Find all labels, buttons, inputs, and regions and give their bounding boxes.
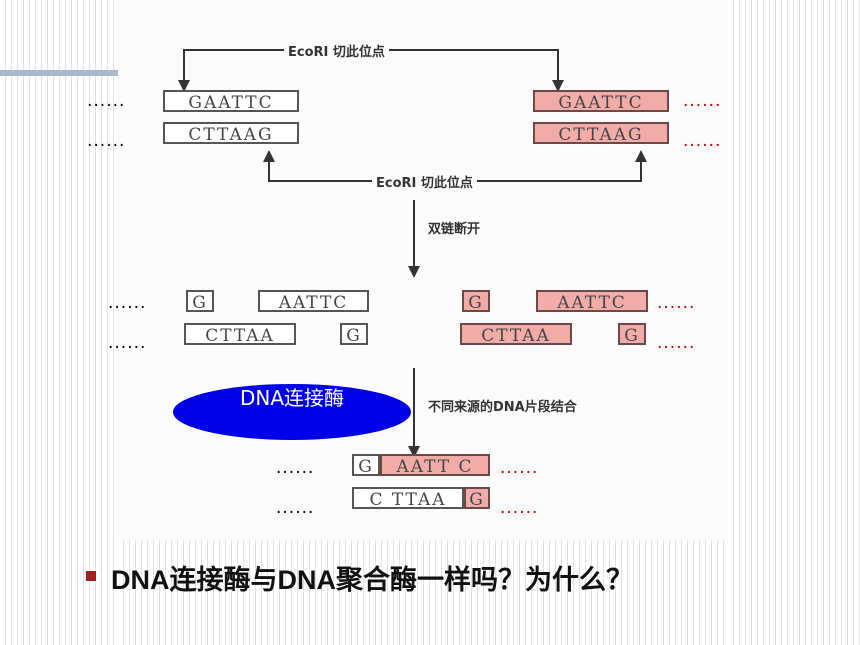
ecori-site-label-bottom: EcoRI 切此位点 <box>372 172 477 191</box>
step-label-join: 不同来源的DNA片段结合 <box>424 396 581 415</box>
fragment-right-aattc: AATTC <box>536 290 648 313</box>
dna-strand-left-bottom: CTTAAG <box>163 122 299 145</box>
dna-strand-right-top: GAATTC <box>533 90 669 113</box>
accent-bar <box>0 70 118 76</box>
joined-bottom-cttaa: C TTAA <box>352 487 464 510</box>
step-label-cleave: 双链断开 <box>424 218 485 237</box>
ellipsis-right-bottom: ...... <box>683 131 722 151</box>
joined-top-aattc: AATT C <box>380 454 490 477</box>
fragment-right-cttaa: CTTAA <box>460 323 572 346</box>
ellipsis-mid-left-top: ...... <box>108 293 147 313</box>
ellipsis-bottom-left-bottom: ...... <box>276 498 315 518</box>
joined-bottom-g: G <box>464 487 490 510</box>
fragment-left-aattc: AATTC <box>258 290 369 313</box>
ellipsis-bottom-right-top: ...... <box>500 458 539 478</box>
ellipsis-right-top: ...... <box>683 91 722 111</box>
ellipsis-mid-right-top: ...... <box>657 293 696 313</box>
ellipsis-bottom-right-bottom: ...... <box>500 498 539 518</box>
fragment-right-g: G <box>462 290 490 313</box>
background-stripes-right <box>728 0 860 645</box>
dna-ligase-label: DNA连接酶 <box>173 384 411 440</box>
ellipsis-mid-left-bottom: ...... <box>108 333 147 353</box>
bullet-square-icon <box>86 571 96 581</box>
question-text: DNA连接酶与DNA聚合酶一样吗？为什么？ <box>111 565 633 595</box>
ellipsis-bottom-left-top: ...... <box>276 458 315 478</box>
ellipsis-mid-right-bottom: ...... <box>657 333 696 353</box>
fragment-left-cttaa: CTTAA <box>184 323 296 346</box>
background-stripes-bottom <box>118 540 728 645</box>
dna-strand-left-top: GAATTC <box>163 90 299 113</box>
fragment-left-g: G <box>186 290 214 313</box>
joined-top-g: G <box>352 454 380 477</box>
dna-strand-right-bottom: CTTAAG <box>533 122 669 145</box>
ellipsis-left-top: ...... <box>87 91 126 111</box>
background-stripes-left <box>0 0 118 645</box>
fragment-left-g2: G <box>340 323 368 346</box>
ellipsis-left-bottom: ...... <box>87 131 126 151</box>
ecori-site-label-top: EcoRI 切此位点 <box>284 41 389 60</box>
fragment-right-g2: G <box>618 323 646 346</box>
